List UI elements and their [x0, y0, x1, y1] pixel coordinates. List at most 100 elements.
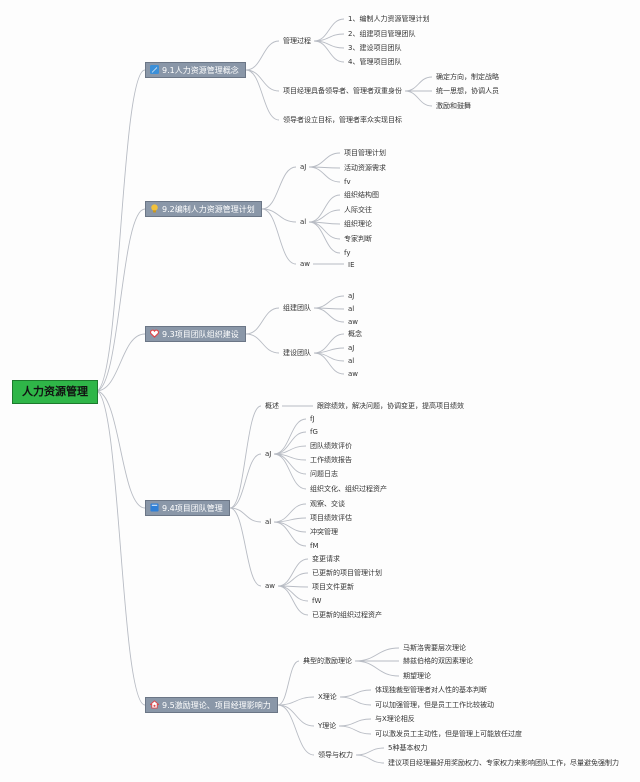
leaf-node[interactable]: 4、管理项目团队 — [348, 58, 402, 66]
leaf-node[interactable]: 体现独裁型管理者对人性的基本判断 — [375, 686, 487, 694]
topic-to-leaf-connector — [277, 585, 309, 602]
leaf-node[interactable]: 概念 — [348, 330, 362, 338]
topic-to-leaf-connector — [355, 754, 385, 764]
leaf-node[interactable]: 项目绩效评估 — [310, 514, 352, 522]
section-label: 9.3项目团队组织建设 — [162, 330, 239, 339]
leaf-node[interactable]: 激励和鼓舞 — [436, 102, 471, 110]
leaf-node[interactable]: 冲突管理 — [310, 528, 338, 536]
topic-node[interactable]: aJ — [265, 450, 272, 458]
leaf-node[interactable]: 组织理论 — [344, 220, 372, 228]
topic-to-leaf-connector — [404, 90, 433, 107]
topic-node[interactable]: aw — [300, 260, 311, 268]
topic-node[interactable]: aJ — [300, 163, 307, 171]
topic-node[interactable]: 管理过程 — [283, 37, 311, 45]
leaf-node[interactable]: 1、编制人力资源管理计划 — [348, 15, 430, 23]
leaf-node[interactable]: 人际交往 — [344, 206, 372, 214]
topic-to-leaf-connector — [355, 747, 385, 756]
topic-node[interactable]: 项目经理具备领导者、管理者双重身份 — [283, 87, 402, 95]
leaf-node[interactable]: 统一思想，协调人员 — [436, 87, 499, 95]
leaf-node[interactable]: 与X理论相反 — [375, 715, 415, 723]
topic-node[interactable]: 典型的激励理论 — [303, 657, 352, 665]
leaf-node[interactable]: 已更新的项目管理计划 — [312, 569, 382, 577]
section-to-topic-connector — [261, 208, 297, 223]
topic-to-leaf-connector — [308, 152, 341, 168]
topic-to-leaf-connector — [313, 352, 345, 375]
leaf-node[interactable]: 团队绩效评价 — [310, 442, 352, 450]
root-to-section-connector — [95, 390, 146, 509]
topic-node[interactable]: 组建团队 — [283, 304, 311, 312]
section-to-topic-connector — [277, 704, 315, 756]
leaf-node[interactable]: fJ — [310, 415, 315, 423]
leaf-node[interactable]: 期望理论 — [403, 672, 431, 680]
topic-to-leaf-connector — [277, 585, 309, 616]
section-to-topic-connector — [245, 40, 280, 71]
topic-node[interactable]: 领导者设立目标，管理者率众实现目标 — [283, 116, 402, 124]
leaf-node[interactable]: 观察、交谈 — [310, 500, 345, 508]
section-to-topic-connector — [245, 69, 280, 121]
leaf-node[interactable]: fW — [312, 597, 322, 605]
leaf-node[interactable]: fy — [344, 249, 351, 257]
leaf-node[interactable]: 建议项目经理最好用奖励权力、专家权力来影响团队工作，尽量避免强制力 — [388, 759, 619, 767]
leaf-node[interactable]: 已更新的组织过程资产 — [312, 611, 382, 619]
leaf-node[interactable]: al — [348, 357, 355, 365]
topic-node[interactable]: aw — [265, 582, 276, 590]
leaf-node[interactable]: fv — [344, 178, 351, 186]
leaf-node[interactable]: aw — [348, 370, 359, 378]
leaf-node[interactable]: 问题日志 — [310, 470, 338, 478]
topic-to-leaf-connector — [273, 418, 307, 455]
section-node-5[interactable]: 9.5激励理论、项目经理影响力 — [145, 697, 278, 713]
topic-to-leaf-connector — [313, 295, 345, 309]
leaf-node[interactable]: al — [348, 305, 355, 313]
leaf-node[interactable]: aw — [348, 318, 359, 326]
topic-node[interactable]: X理论 — [318, 693, 337, 701]
topic-node[interactable]: 领导与权力 — [318, 751, 353, 759]
leaf-node[interactable]: fM — [310, 542, 319, 550]
section-to-topic-connector — [277, 660, 300, 706]
topic-to-leaf-connector — [308, 221, 341, 240]
heart-icon — [149, 329, 160, 338]
leaf-node[interactable]: 项目管理计划 — [344, 149, 386, 157]
leaf-node[interactable]: 可以激发员工主动性，但是管理上可能放任过度 — [375, 730, 522, 738]
leaf-node[interactable]: aJ — [348, 292, 355, 300]
leaf-node[interactable]: 活动资源需求 — [344, 164, 386, 172]
topic-node[interactable]: al — [265, 518, 272, 526]
topic-to-leaf-connector — [313, 18, 345, 42]
leaf-node[interactable]: 工作绩效报告 — [310, 456, 352, 464]
leaf-node[interactable]: fG — [310, 428, 318, 436]
leaf-node[interactable]: IE — [348, 261, 355, 269]
leaf-node[interactable]: 项目文件更新 — [312, 583, 354, 591]
section-to-topic-connector — [245, 307, 280, 335]
lightbulb-icon — [151, 204, 158, 213]
leaf-node[interactable]: 马斯洛需要层次理论 — [403, 644, 466, 652]
topic-node[interactable]: Y理论 — [318, 722, 337, 730]
root-node[interactable]: 人力资源管理 — [12, 380, 98, 404]
leaf-node[interactable]: 组织文化、组织过程资产 — [310, 485, 387, 493]
section-node-4[interactable]: 9.4项目团队管理 — [145, 500, 230, 516]
leaf-node[interactable]: 确定方向，制定战略 — [436, 73, 499, 81]
leaf-node[interactable]: 2、组建项目管理团队 — [348, 30, 416, 38]
leaf-node[interactable]: 可以加强管理，但是员工工作比较被动 — [375, 701, 494, 709]
section-to-topic-connector — [229, 507, 262, 587]
topic-to-leaf-connector — [273, 521, 307, 533]
section-label: 9.5激励理论、项目经理影响力 — [162, 701, 271, 710]
leaf-node[interactable]: aJ — [348, 344, 355, 352]
section-to-topic-connector — [229, 405, 262, 509]
section-node-1[interactable]: 9.1人力资源管理概念 — [145, 62, 246, 78]
section-label: 9.4项目团队管理 — [162, 504, 223, 513]
topic-node[interactable]: 建设团队 — [283, 349, 311, 357]
leaf-node[interactable]: 跟踪绩效，解决问题，协调变更，提高项目绩效 — [317, 402, 464, 410]
leaf-node[interactable]: 变更请求 — [312, 555, 340, 563]
leaf-node[interactable]: 赫兹伯格的双因素理论 — [403, 657, 473, 665]
topic-node[interactable]: 概述 — [265, 402, 279, 410]
topic-to-leaf-connector — [404, 76, 433, 92]
section-node-3[interactable]: 9.3项目团队组织建设 — [145, 326, 246, 342]
section-node-2[interactable]: 9.2编制人力资源管理计划 — [145, 201, 262, 217]
topic-node[interactable]: al — [300, 218, 307, 226]
section-to-topic-connector — [229, 453, 262, 509]
leaf-node[interactable]: 3、建设项目团队 — [348, 44, 402, 52]
leaf-node[interactable]: 专家判断 — [344, 235, 372, 243]
leaf-node[interactable]: 5种基本权力 — [388, 744, 428, 752]
leaf-node[interactable]: 组织结构图 — [344, 191, 379, 199]
topic-to-leaf-connector — [313, 307, 345, 323]
root-to-section-connector — [95, 69, 146, 392]
